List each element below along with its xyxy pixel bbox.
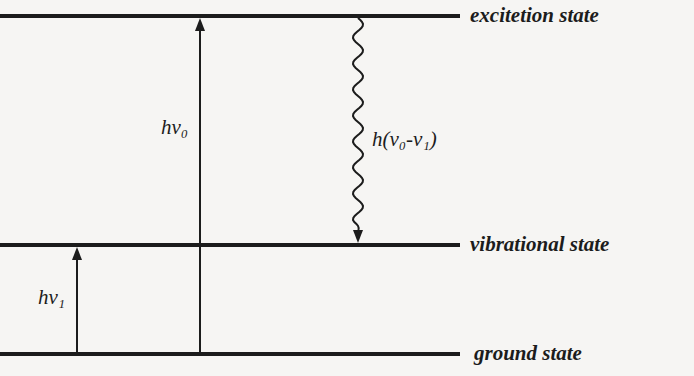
energy-level: ground state bbox=[0, 352, 460, 356]
arrowhead bbox=[353, 230, 363, 243]
level-label: ground state bbox=[474, 342, 582, 365]
level-label: vibrational state bbox=[470, 233, 609, 256]
arrow-line bbox=[76, 259, 78, 352]
photon-energy-label: hν₀ bbox=[159, 116, 190, 139]
arrow-line bbox=[199, 30, 201, 352]
absorption-arrow bbox=[72, 247, 82, 352]
photon-energy-label: h(ν₀-ν₁) bbox=[370, 128, 439, 151]
level-label: excitetion state bbox=[470, 4, 599, 27]
arrowhead bbox=[195, 18, 205, 31]
absorption-arrow bbox=[195, 18, 205, 352]
energy-level: vibrational state bbox=[0, 243, 460, 247]
emission-arrow bbox=[353, 18, 363, 243]
arrowhead bbox=[72, 247, 82, 260]
photon-energy-label: hν₁ bbox=[36, 286, 67, 309]
energy-level: excitetion state bbox=[0, 14, 460, 18]
wavy-line bbox=[353, 18, 363, 231]
